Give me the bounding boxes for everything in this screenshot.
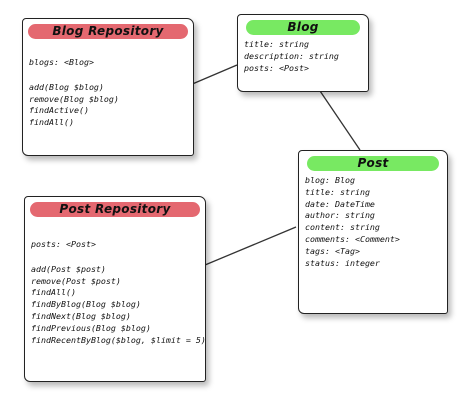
field: author: string (305, 210, 375, 221)
link-blogrepo-blog (189, 64, 238, 86)
title-highlight (30, 202, 200, 217)
method: findAll() (31, 287, 76, 298)
method: add(Post $post) (31, 263, 106, 274)
post-class: Post blog: Blog title: string date: Date… (298, 150, 448, 314)
field: posts: <Post> (31, 239, 96, 249)
field: title: string (305, 186, 370, 197)
method: findByBlog(Blog $blog) (31, 299, 141, 310)
class-title: Post Repository (59, 202, 171, 216)
method: findNext(Blog $blog) (31, 310, 131, 321)
method: add(Blog $blog) (29, 81, 104, 92)
method: findPrevious(Blog $blog) (31, 322, 151, 333)
field: date: DateTime (305, 198, 375, 209)
field: tags: <Tag> (305, 245, 360, 256)
post-repository-class: Post Repository posts: <Post> add(Post $… (24, 196, 206, 382)
class-header: Post Repository (25, 197, 205, 221)
link-blog-post (317, 87, 361, 151)
title-highlight (307, 156, 439, 171)
class-header: Blog Repository (23, 19, 193, 43)
field: content: string (305, 222, 380, 233)
field: title: string (244, 39, 309, 49)
title-highlight (28, 24, 188, 39)
class-title: Blog Repository (52, 24, 164, 38)
method: findRecentByBlog($blog, $limit = 5) (31, 334, 206, 345)
title-highlight (246, 20, 360, 35)
method: remove(Blog $blog) (29, 93, 119, 104)
link-postrepo-post (204, 226, 297, 266)
field: posts: <Post> (244, 62, 309, 73)
class-title: Blog (287, 20, 319, 34)
field: status: integer (305, 257, 380, 268)
field: blog: Blog (305, 175, 355, 185)
blog-class: Blog title: string description: string p… (237, 14, 369, 92)
method: findActive() (29, 105, 89, 116)
blog-repository-class: Blog Repository blogs: <Blog> add(Blog $… (22, 18, 194, 156)
method: remove(Post $post) (31, 275, 121, 286)
field: blogs: <Blog> (29, 57, 94, 67)
field: comments: <Comment> (305, 233, 400, 244)
class-title: Post (357, 156, 389, 170)
field: description: string (244, 50, 339, 61)
method: findAll() (29, 117, 74, 128)
class-header: Post (299, 151, 447, 175)
class-header: Blog (238, 15, 368, 39)
